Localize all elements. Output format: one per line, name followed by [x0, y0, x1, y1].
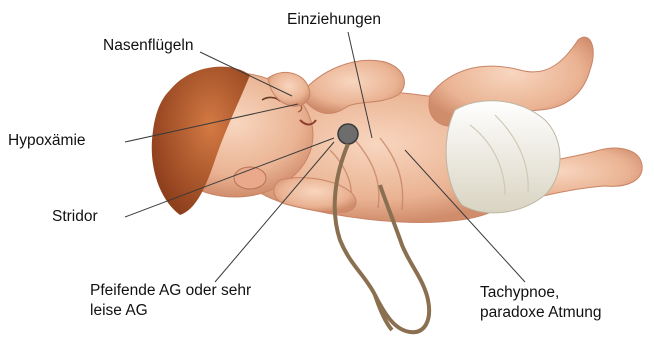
label-tachypnoe: Tachypnoe, paradoxe Atmung — [480, 283, 602, 323]
diaper — [446, 101, 560, 213]
label-pfeifende-ag: Pfeifende AG oder sehr leise AG — [90, 281, 251, 321]
ear — [234, 167, 266, 189]
label-tachypnoe-line-1: Tachypnoe, — [480, 283, 602, 303]
label-tachypnoe-line-2: paradoxe Atmung — [480, 303, 602, 323]
label-pfeifende-ag-line-1: Pfeifende AG oder sehr — [90, 281, 251, 301]
label-nasenfluegeln: Nasenflügeln — [103, 36, 193, 56]
label-einziehungen: Einziehungen — [287, 10, 381, 30]
stethoscope-chestpiece — [338, 124, 358, 144]
label-hypoxaemie: Hypoxämie — [8, 131, 86, 151]
label-pfeifende-ag-line-2: leise AG — [90, 301, 251, 321]
label-stridor: Stridor — [52, 207, 98, 227]
